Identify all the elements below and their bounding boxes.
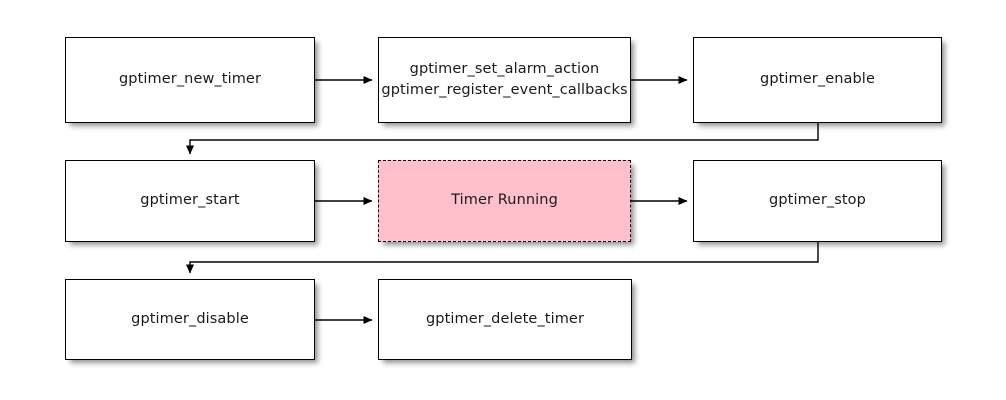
node-label-disable: gptimer_disable bbox=[131, 310, 249, 327]
node-new_timer[interactable]: gptimer_new_timer bbox=[65, 37, 315, 123]
node-label-timer_running: Timer Running bbox=[451, 192, 558, 209]
node-label-start: gptimer_start bbox=[140, 192, 240, 209]
node-delete_timer[interactable]: gptimer_delete_timer bbox=[378, 279, 632, 360]
node-enable[interactable]: gptimer_enable bbox=[693, 37, 942, 123]
node-disable[interactable]: gptimer_disable bbox=[65, 279, 315, 360]
node-timer_running[interactable]: Timer Running bbox=[378, 160, 631, 242]
node-start[interactable]: gptimer_start bbox=[65, 160, 315, 242]
node-set_alarm[interactable]: gptimer_set_alarm_action gptimer_registe… bbox=[378, 37, 631, 123]
node-stop[interactable]: gptimer_stop bbox=[693, 160, 942, 242]
node-label-stop: gptimer_stop bbox=[769, 192, 866, 209]
edge-stop-to-disable bbox=[186, 242, 819, 274]
node-label-new_timer: gptimer_new_timer bbox=[118, 71, 262, 88]
node-label-enable: gptimer_enable bbox=[760, 71, 875, 88]
edge-enable-to-start bbox=[186, 123, 819, 155]
node-label-set_alarm: gptimer_set_alarm_action gptimer_registe… bbox=[381, 60, 628, 98]
node-label-delete_timer: gptimer_delete_timer bbox=[425, 310, 585, 327]
